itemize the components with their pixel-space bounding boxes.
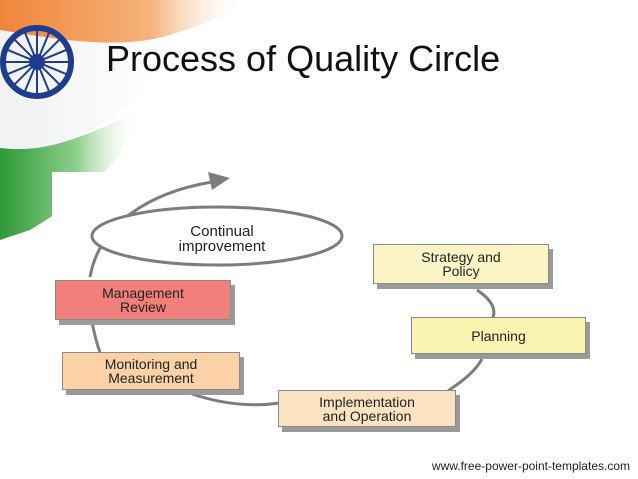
footer-url: www.free-power-point-templates.com: [431, 459, 630, 473]
step-monitoring-and-measurement: Monitoring and Measurement: [62, 352, 240, 390]
continual-improvement-label: Continual improvement: [178, 223, 266, 255]
step-label: Monitoring and Measurement: [104, 356, 198, 386]
step-implementation-and-operation: Implementation and Operation: [278, 390, 456, 427]
step-planning: Planning: [411, 317, 586, 354]
arrow-head-icon: [208, 172, 230, 190]
quality-circle-diagram: Continual improvement Strategy and Polic…: [52, 172, 612, 437]
step-strategy-and-policy: Strategy and Policy: [373, 244, 549, 284]
step-label: Strategy and Policy: [421, 249, 501, 279]
ashoka-chakra-icon: [0, 25, 74, 99]
step-management-review: Management Review: [55, 280, 231, 320]
continual-improvement-ellipse: [90, 205, 344, 267]
step-label: Planning: [471, 327, 526, 344]
slide-title: Process of Quality Circle: [106, 38, 501, 79]
step-label: Management Review: [102, 285, 184, 315]
step-label: Implementation and Operation: [319, 393, 415, 424]
